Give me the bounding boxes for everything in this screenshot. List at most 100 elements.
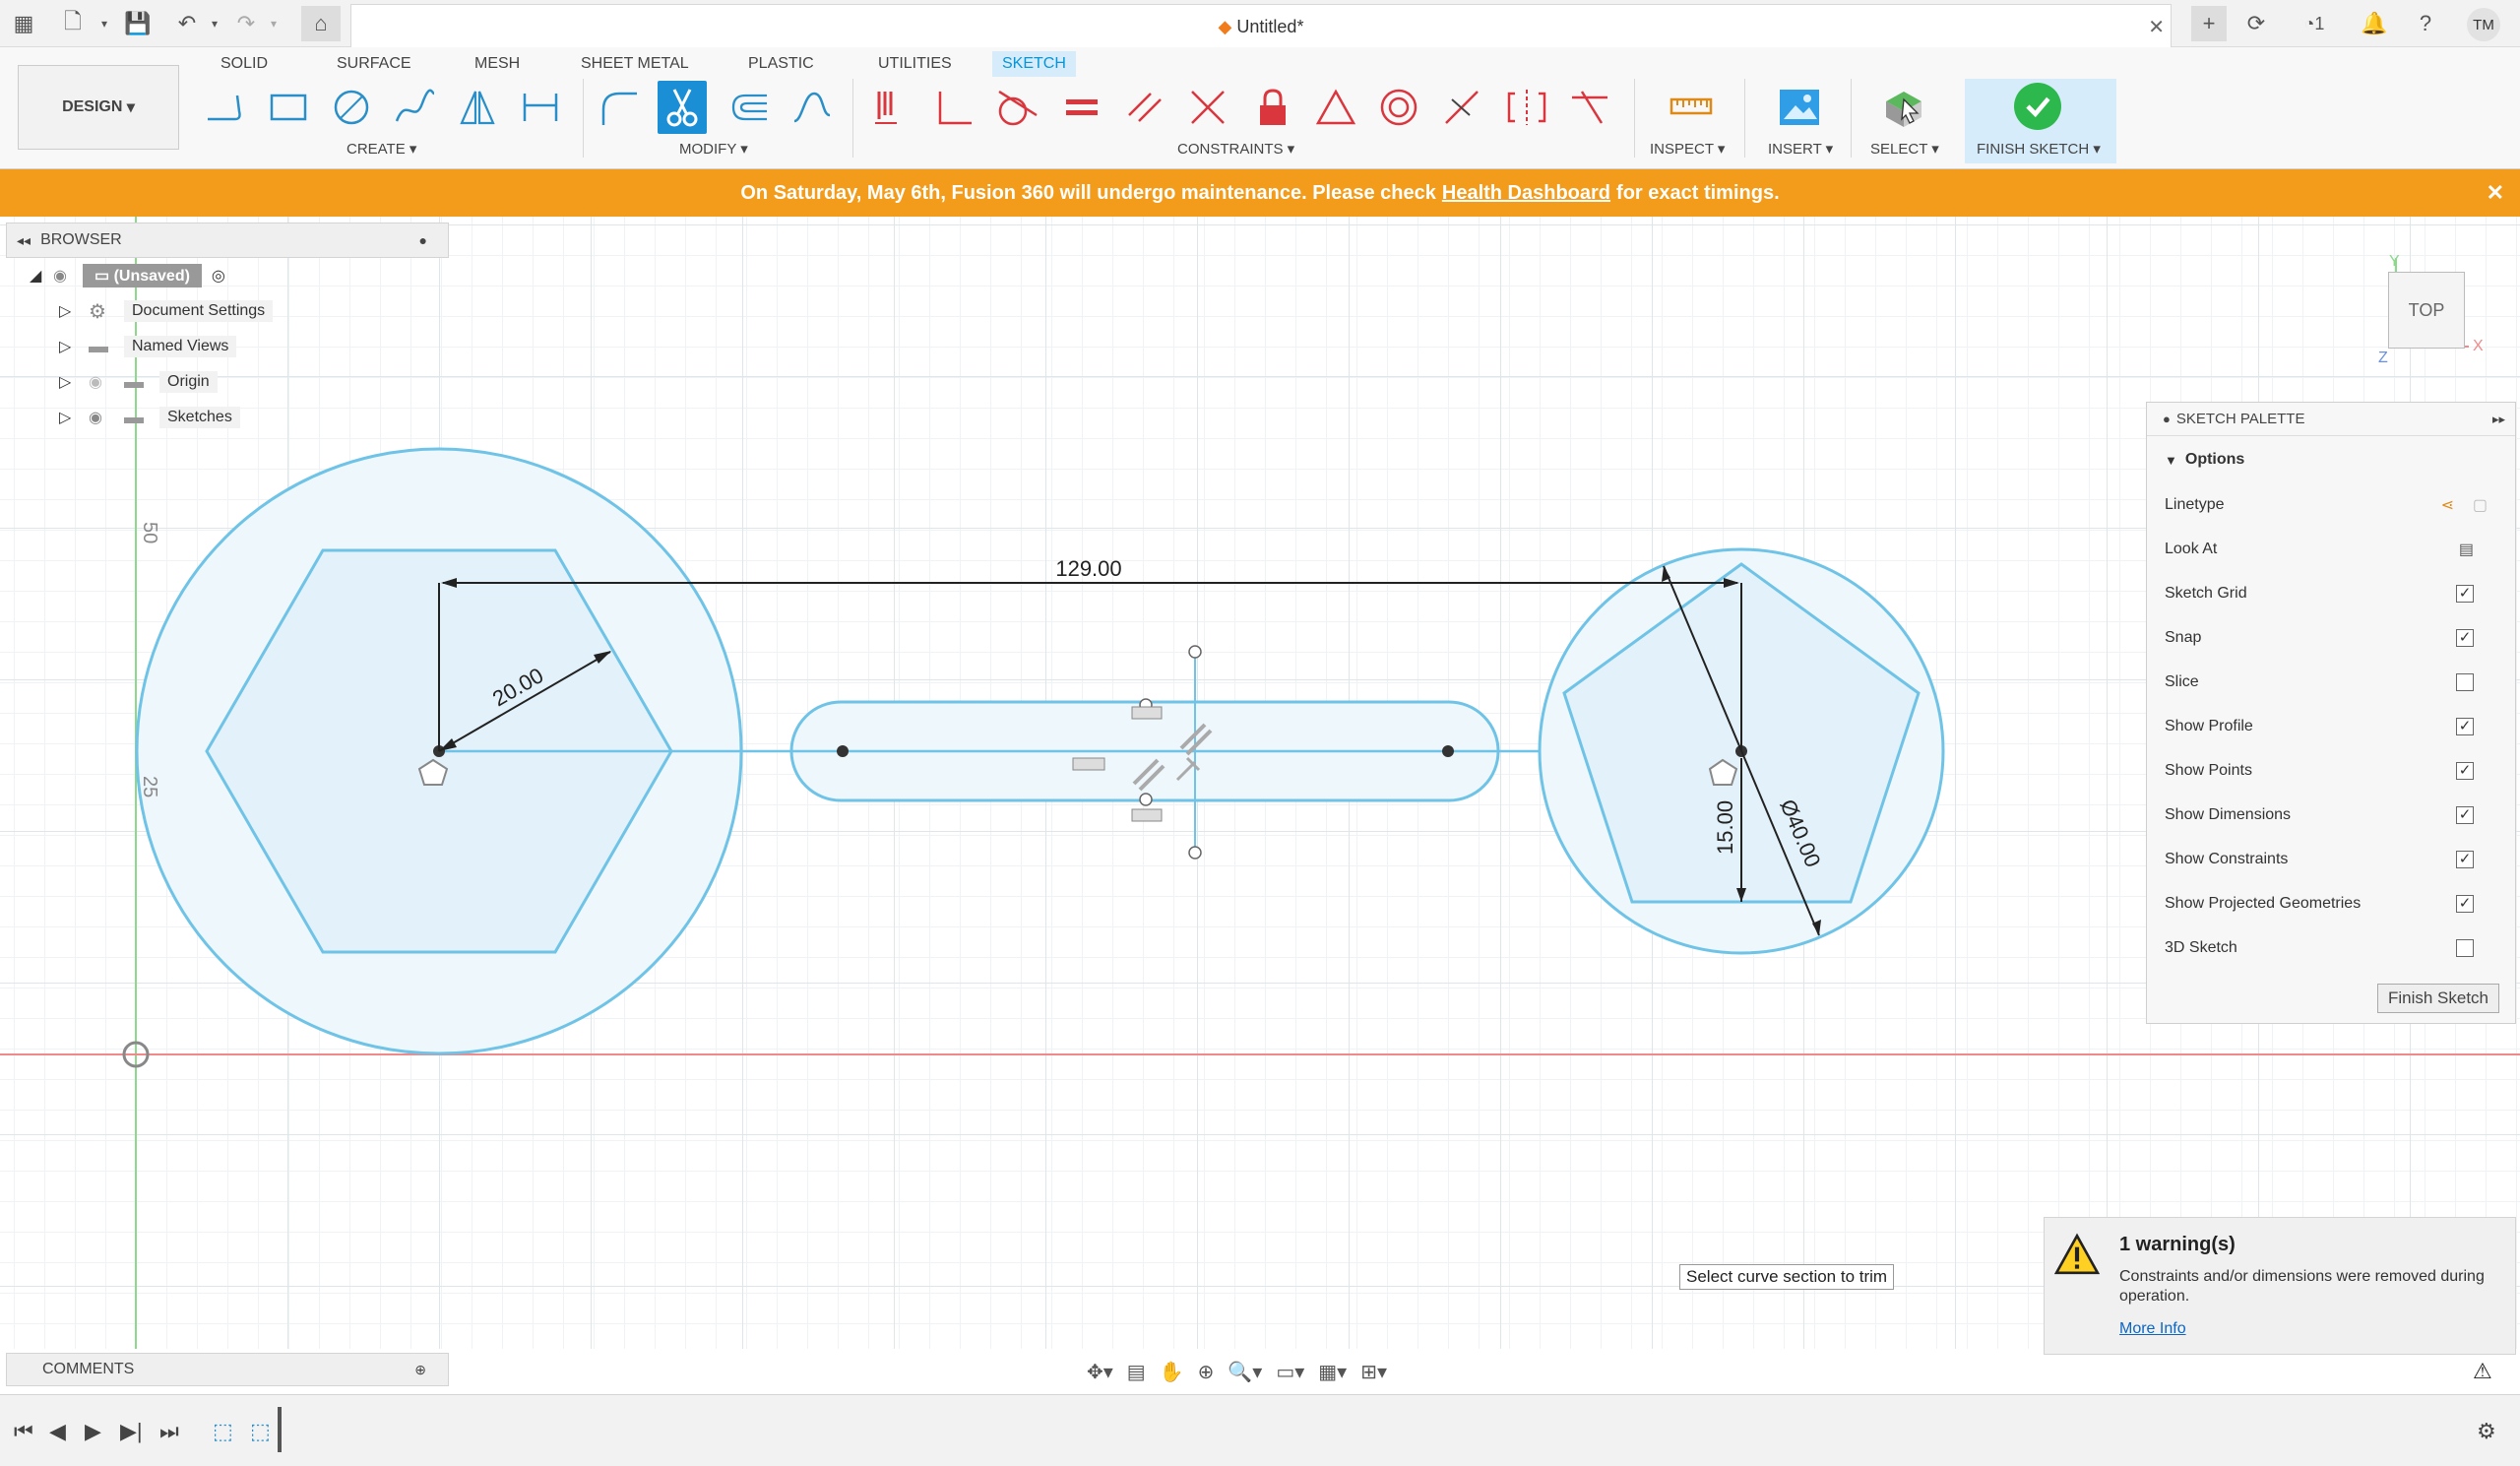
viewports-icon[interactable]: ⊞▾: [1360, 1361, 1387, 1383]
browser-item-origin[interactable]: ▷ ◉ ▬ Origin: [6, 364, 449, 400]
tab-sketch[interactable]: SKETCH: [992, 51, 1076, 77]
home-icon[interactable]: ⌂: [301, 6, 341, 41]
tab-utilities[interactable]: UTILITIES: [878, 55, 952, 72]
expand-arrow-icon[interactable]: ▷: [59, 303, 72, 320]
app-grid-icon[interactable]: ▦: [13, 11, 34, 35]
sketch-point[interactable]: [1188, 645, 1202, 659]
dimension-line-diameter[interactable]: [1663, 565, 1820, 936]
tab-sheet-metal[interactable]: SHEET METAL: [581, 55, 689, 72]
palette-option-checkbox[interactable]: ✓: [2456, 718, 2474, 735]
circle-tool-icon[interactable]: [327, 81, 376, 134]
look-at-icon[interactable]: ▤: [2458, 542, 2474, 558]
display-settings-icon[interactable]: ▭▾: [1276, 1361, 1305, 1383]
sketch-point[interactable]: [1442, 745, 1454, 757]
equal-constraint-glyph-icon[interactable]: [1072, 757, 1105, 771]
dimension-15-label[interactable]: 15.00: [1713, 800, 1737, 855]
expand-palette-icon[interactable]: ▸▸: [2491, 411, 2505, 426]
finish-sketch-button[interactable]: FINISH SKETCH ▾: [1965, 79, 2116, 163]
sketch-point[interactable]: [837, 745, 849, 757]
notifications-icon[interactable]: 🔔: [2361, 11, 2388, 35]
horizontal-vertical-constraint-icon[interactable]: [1437, 81, 1486, 134]
tab-plastic[interactable]: PLASTIC: [748, 55, 814, 72]
viewcube[interactable]: TOP: [2388, 272, 2465, 349]
trim-tool-icon[interactable]: [658, 81, 707, 134]
tab-solid[interactable]: SOLID: [220, 55, 269, 72]
file-menu-chevron-icon[interactable]: ▾: [100, 17, 108, 31]
pan-icon[interactable]: ✋: [1159, 1361, 1184, 1383]
horizontal-constraint-icon[interactable]: [1131, 808, 1163, 822]
browser-item-sketches[interactable]: ▷ ◉ ▬ Sketches: [6, 400, 449, 435]
centerline-linetype-icon[interactable]: ▢: [2472, 497, 2488, 514]
horizontal-constraint-icon[interactable]: [1131, 706, 1163, 720]
insert-image-icon[interactable]: [1772, 81, 1827, 134]
expand-arrow-icon[interactable]: ▷: [59, 374, 72, 391]
parallel-constraint-glyph-icon[interactable]: [1179, 723, 1213, 756]
parallel-constraint-glyph-icon[interactable]: [1132, 758, 1166, 792]
equal-constraint-icon[interactable]: [1057, 81, 1106, 134]
construction-linetype-icon[interactable]: ⋖: [2440, 497, 2454, 514]
activate-radio-icon[interactable]: ◎: [211, 268, 225, 285]
palette-option-checkbox[interactable]: ✓: [2456, 762, 2474, 780]
go-to-start-icon[interactable]: ⏮: [14, 1419, 33, 1443]
inspect-group-label[interactable]: INSPECT ▾: [1650, 141, 1726, 158]
timeline-sketch-feature-icon[interactable]: ⬚: [250, 1419, 271, 1443]
symmetry-constraint-icon[interactable]: [1502, 81, 1551, 134]
palette-option-checkbox[interactable]: ✓: [2456, 629, 2474, 647]
sketch-point[interactable]: [1139, 793, 1153, 806]
play-icon[interactable]: ▶: [85, 1419, 101, 1443]
close-banner-icon[interactable]: ✕: [2486, 180, 2504, 205]
dimension-line-20[interactable]: [438, 651, 611, 752]
new-tab-icon[interactable]: +: [2191, 6, 2227, 41]
file-menu-icon[interactable]: 🗋: [64, 9, 82, 33]
hidden-eye-icon[interactable]: ◉: [89, 374, 102, 391]
document-tab[interactable]: ◆ Untitled* ✕: [350, 4, 2172, 47]
palette-finish-sketch-button[interactable]: Finish Sketch: [2377, 984, 2499, 1013]
collapse-triangle-icon[interactable]: ◢: [30, 268, 42, 285]
modify-group-label[interactable]: MODIFY ▾: [679, 141, 748, 158]
browser-root[interactable]: ◢ ◉ ▭ (Unsaved) ◎: [6, 258, 449, 293]
spline-tool-icon[interactable]: [390, 81, 439, 134]
health-dashboard-link[interactable]: Health Dashboard: [1441, 181, 1611, 204]
select-tool-icon[interactable]: [1876, 81, 1931, 134]
palette-option-checkbox[interactable]: [2456, 939, 2474, 957]
step-forward-icon[interactable]: ▶|: [120, 1419, 143, 1443]
user-avatar[interactable]: TM: [2467, 8, 2500, 41]
constraints-group-label[interactable]: CONSTRAINTS ▾: [1177, 141, 1295, 158]
warning-indicator-icon[interactable]: ⚠: [2473, 1359, 2492, 1383]
insert-group-label[interactable]: INSERT ▾: [1768, 141, 1834, 158]
undo-chevron-icon[interactable]: ▾: [211, 17, 219, 31]
origin-point-icon[interactable]: [122, 1041, 150, 1068]
browser-item-named-views[interactable]: ▷ ▬ Named Views: [6, 329, 449, 364]
curvature-constraint-icon[interactable]: [1565, 81, 1614, 134]
sketch-point[interactable]: [1188, 846, 1202, 860]
add-comment-icon[interactable]: ⊕: [414, 1361, 426, 1377]
sketch-scale-tool-icon[interactable]: [788, 81, 837, 134]
sketch-palette-header[interactable]: ● SKETCH PALETTE ▸▸: [2147, 403, 2515, 436]
root-component-label[interactable]: ▭ (Unsaved): [83, 264, 202, 287]
concentric-constraint-icon[interactable]: [1374, 81, 1423, 134]
offset-tool-icon[interactable]: [724, 81, 774, 134]
palette-option-checkbox[interactable]: ✓: [2456, 851, 2474, 868]
job-status-icon[interactable]: ◔ 1: [2303, 13, 2325, 33]
palette-pin-icon[interactable]: ●: [2163, 412, 2171, 426]
expand-arrow-icon[interactable]: ▷: [59, 339, 72, 355]
select-group-label[interactable]: SELECT ▾: [1870, 141, 1939, 158]
sketch-canvas[interactable]: 129.00 20.00 15.00 Ø40.00 50 25 Y X Z: [0, 217, 2520, 1349]
visibility-eye-icon[interactable]: ◉: [89, 410, 102, 426]
sketch-geometry[interactable]: 129.00 20.00 15.00 Ø40.00 50 25 Y X Z: [0, 217, 2520, 1349]
go-to-end-icon[interactable]: ⏭: [159, 1419, 179, 1443]
sketch-dimension-tool-icon[interactable]: [516, 81, 565, 134]
redo-chevron-icon[interactable]: ▾: [270, 17, 278, 31]
tab-surface[interactable]: SURFACE: [337, 55, 411, 72]
fit-icon[interactable]: 🔍▾: [1228, 1361, 1263, 1383]
dimension-129-label[interactable]: 129.00: [1055, 556, 1121, 581]
collinear-constraint-icon[interactable]: [1183, 81, 1232, 134]
timeline-sketch-feature-icon[interactable]: ⬚: [213, 1419, 233, 1443]
timeline-settings-gear-icon[interactable]: ⚙: [2477, 1419, 2496, 1443]
rectangle-tool-icon[interactable]: [264, 81, 313, 134]
more-info-link[interactable]: More Info: [2119, 1320, 2186, 1337]
timeline-marker[interactable]: [278, 1407, 282, 1452]
help-icon[interactable]: ?: [2419, 11, 2432, 35]
comments-panel[interactable]: COMMENTS ⊕: [6, 1353, 449, 1386]
zoom-icon[interactable]: ⊕: [1197, 1361, 1215, 1383]
